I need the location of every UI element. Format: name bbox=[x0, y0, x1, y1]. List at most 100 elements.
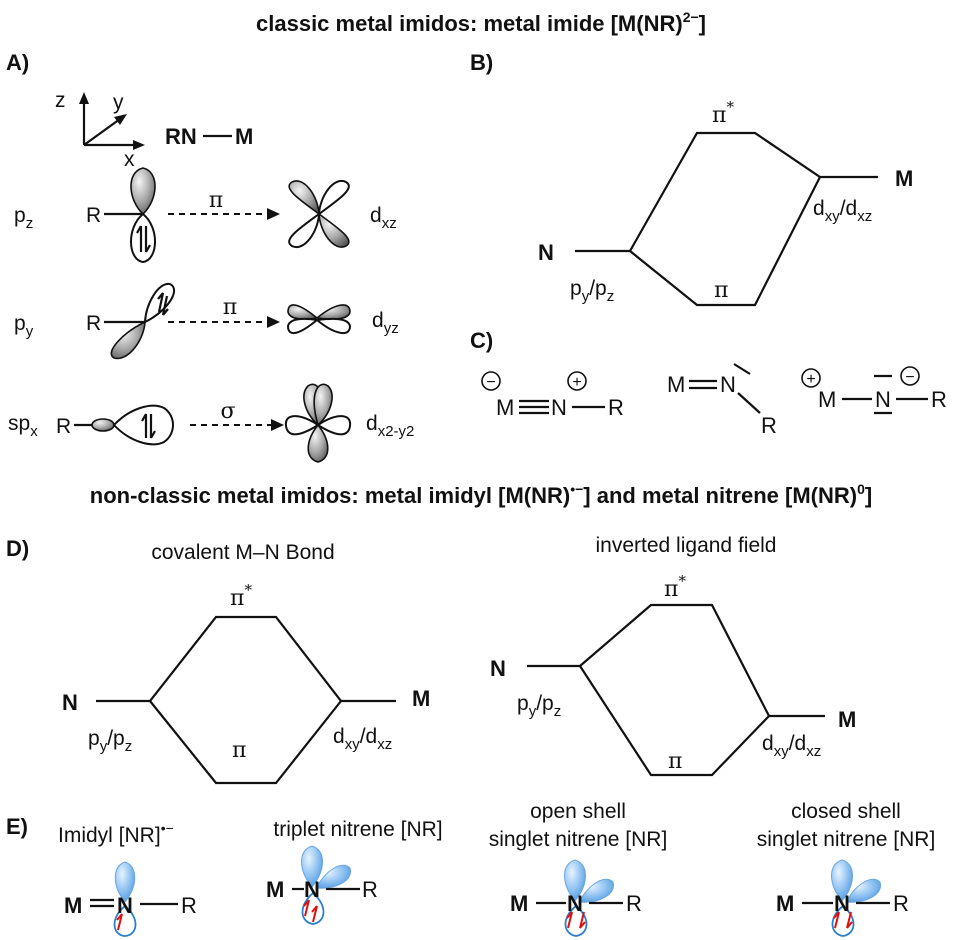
svg-text:R: R bbox=[761, 413, 777, 438]
svg-text:M: M bbox=[266, 877, 284, 902]
closed-shell-singlet-structure: M N R bbox=[776, 859, 909, 937]
spx-label: spx bbox=[8, 412, 38, 440]
axis-z-label: z bbox=[55, 89, 66, 112]
spx-to-dx2y2-row: spx R σ dx2-y2 bbox=[8, 383, 414, 463]
panel-a: z y x RN M pz R π bbox=[8, 89, 414, 463]
svg-text:R: R bbox=[626, 891, 642, 916]
svg-text:R: R bbox=[893, 891, 909, 916]
pz-lower-lobe bbox=[130, 212, 156, 264]
panel-label-d: D) bbox=[6, 536, 29, 561]
rn-label: RN bbox=[165, 124, 197, 149]
pi-star-label: π* bbox=[230, 581, 252, 611]
r-substituent-2: R bbox=[86, 312, 101, 335]
svg-text:R: R bbox=[181, 893, 197, 918]
covalent-title: covalent M–N Bond bbox=[151, 541, 334, 564]
rn-m-bond: RN M bbox=[165, 124, 253, 149]
svg-text:−: − bbox=[905, 369, 914, 386]
svg-text:M: M bbox=[667, 372, 685, 397]
mo-lower-path bbox=[629, 176, 821, 307]
m-atom-label: M bbox=[895, 166, 913, 191]
pi-label: π bbox=[668, 749, 682, 774]
svg-text:R: R bbox=[362, 877, 378, 902]
svg-text:N: N bbox=[720, 372, 736, 397]
svg-text:M: M bbox=[496, 395, 514, 420]
resonance-structure-3: + M N − R bbox=[801, 366, 947, 415]
m-atom-label: M bbox=[412, 686, 430, 711]
py-to-dyz-row: py R π dyz bbox=[14, 282, 399, 360]
spx-small-lobe bbox=[91, 418, 115, 432]
open-shell-title-2: singlet nitrene [NR] bbox=[489, 828, 668, 851]
imidyl-structure: M N R bbox=[64, 861, 197, 937]
n-atom-label: N bbox=[62, 690, 78, 715]
panel-label-e: E) bbox=[6, 814, 28, 839]
dx2-y2-orbital bbox=[284, 383, 352, 463]
py-pz-label: py/pz bbox=[88, 727, 132, 755]
m-label: M bbox=[235, 124, 253, 149]
svg-text:N: N bbox=[834, 891, 850, 916]
triplet-title: triplet nitrene [NR] bbox=[273, 818, 442, 841]
svg-text:−: − bbox=[486, 374, 495, 391]
py-pz-label: py/pz bbox=[517, 692, 561, 720]
inverted-title: inverted ligand field bbox=[596, 534, 777, 557]
m-atom-label: M bbox=[838, 707, 856, 732]
svg-text:N: N bbox=[875, 387, 891, 412]
panel-c-resonance: − M N + R M N R + M N bbox=[481, 363, 947, 438]
r-substituent-1: R bbox=[86, 204, 101, 227]
pi-star-label: π* bbox=[664, 572, 686, 602]
svg-text:N: N bbox=[567, 891, 583, 916]
resonance-structure-1: − M N + R bbox=[481, 371, 624, 420]
svg-text:+: + bbox=[806, 371, 815, 388]
svg-text:R: R bbox=[608, 395, 624, 420]
pi-label-2: π bbox=[223, 295, 237, 320]
svg-text:M: M bbox=[510, 891, 528, 916]
n-atom-label: N bbox=[538, 240, 554, 265]
open-shell-title-1: open shell bbox=[530, 800, 626, 823]
sigma-label: σ bbox=[220, 399, 235, 424]
dxy-dxz-label: dxy/dxz bbox=[813, 197, 872, 225]
closed-shell-title-2: singlet nitrene [NR] bbox=[757, 828, 936, 851]
dxy-dxz-label: dxy/dxz bbox=[333, 725, 392, 753]
panel-label-c: C) bbox=[470, 328, 493, 353]
py-upper-lobe bbox=[143, 282, 176, 324]
svg-text:M: M bbox=[818, 387, 836, 412]
coordinate-axes: z y x bbox=[55, 89, 145, 171]
closed-shell-title-1: closed shell bbox=[791, 800, 901, 823]
axis-x-label: x bbox=[124, 148, 135, 171]
r-substituent-3: R bbox=[56, 415, 71, 438]
open-shell-singlet-structure: M N R bbox=[510, 859, 642, 937]
py-pz-label: py/pz bbox=[570, 277, 614, 305]
panel-d-left-diagram: covalent M–N Bond N M π* π py/pz dxy/dxz bbox=[62, 541, 430, 785]
n-atom-label: N bbox=[490, 656, 506, 681]
imidyl-title: Imidyl [NR]•− bbox=[58, 820, 174, 847]
axis-y-label: y bbox=[113, 91, 124, 114]
triplet-nitrene-structure: M N R bbox=[266, 845, 378, 925]
panel-label-a: A) bbox=[6, 50, 29, 75]
mo-upper-path bbox=[575, 131, 878, 253]
panel-label-b: B) bbox=[470, 50, 493, 75]
panel-d-right-diagram: inverted ligand field N M π* π py/pz dxy… bbox=[490, 534, 856, 777]
svg-text:R: R bbox=[931, 387, 947, 412]
pz-label: pz bbox=[14, 204, 33, 232]
svg-text:M: M bbox=[776, 891, 794, 916]
py-label: py bbox=[14, 312, 34, 340]
svg-text:M: M bbox=[64, 893, 82, 918]
py-lower-lobe bbox=[110, 320, 146, 360]
dyz-orbital bbox=[286, 304, 352, 335]
middle-title: non-classic metal imidos: metal imidyl [… bbox=[90, 481, 872, 508]
panel-b-mo-diagram: N M π* π py/pz dxy/dxz bbox=[538, 98, 913, 307]
panel-e: Imidyl [NR]•− triplet nitrene [NR] open … bbox=[58, 800, 936, 937]
svg-text:N: N bbox=[551, 395, 567, 420]
pz-to-dxz-row: pz R π dxz bbox=[14, 167, 397, 264]
svg-text:N: N bbox=[117, 893, 133, 918]
top-title: classic metal imidos: metal imide [M(NR)… bbox=[256, 9, 706, 36]
dyz-label: dyz bbox=[372, 309, 399, 337]
svg-text:N: N bbox=[304, 877, 320, 902]
pi-label: π bbox=[714, 278, 728, 303]
pz-upper-lobe bbox=[130, 167, 156, 216]
spx-large-lobe bbox=[112, 404, 174, 446]
dxy-dxz-label: dxy/dxz bbox=[762, 732, 821, 760]
pi-label-1: π bbox=[209, 188, 223, 213]
dxz-orbital bbox=[288, 179, 350, 249]
dx2y2-label: dx2-y2 bbox=[366, 412, 414, 440]
